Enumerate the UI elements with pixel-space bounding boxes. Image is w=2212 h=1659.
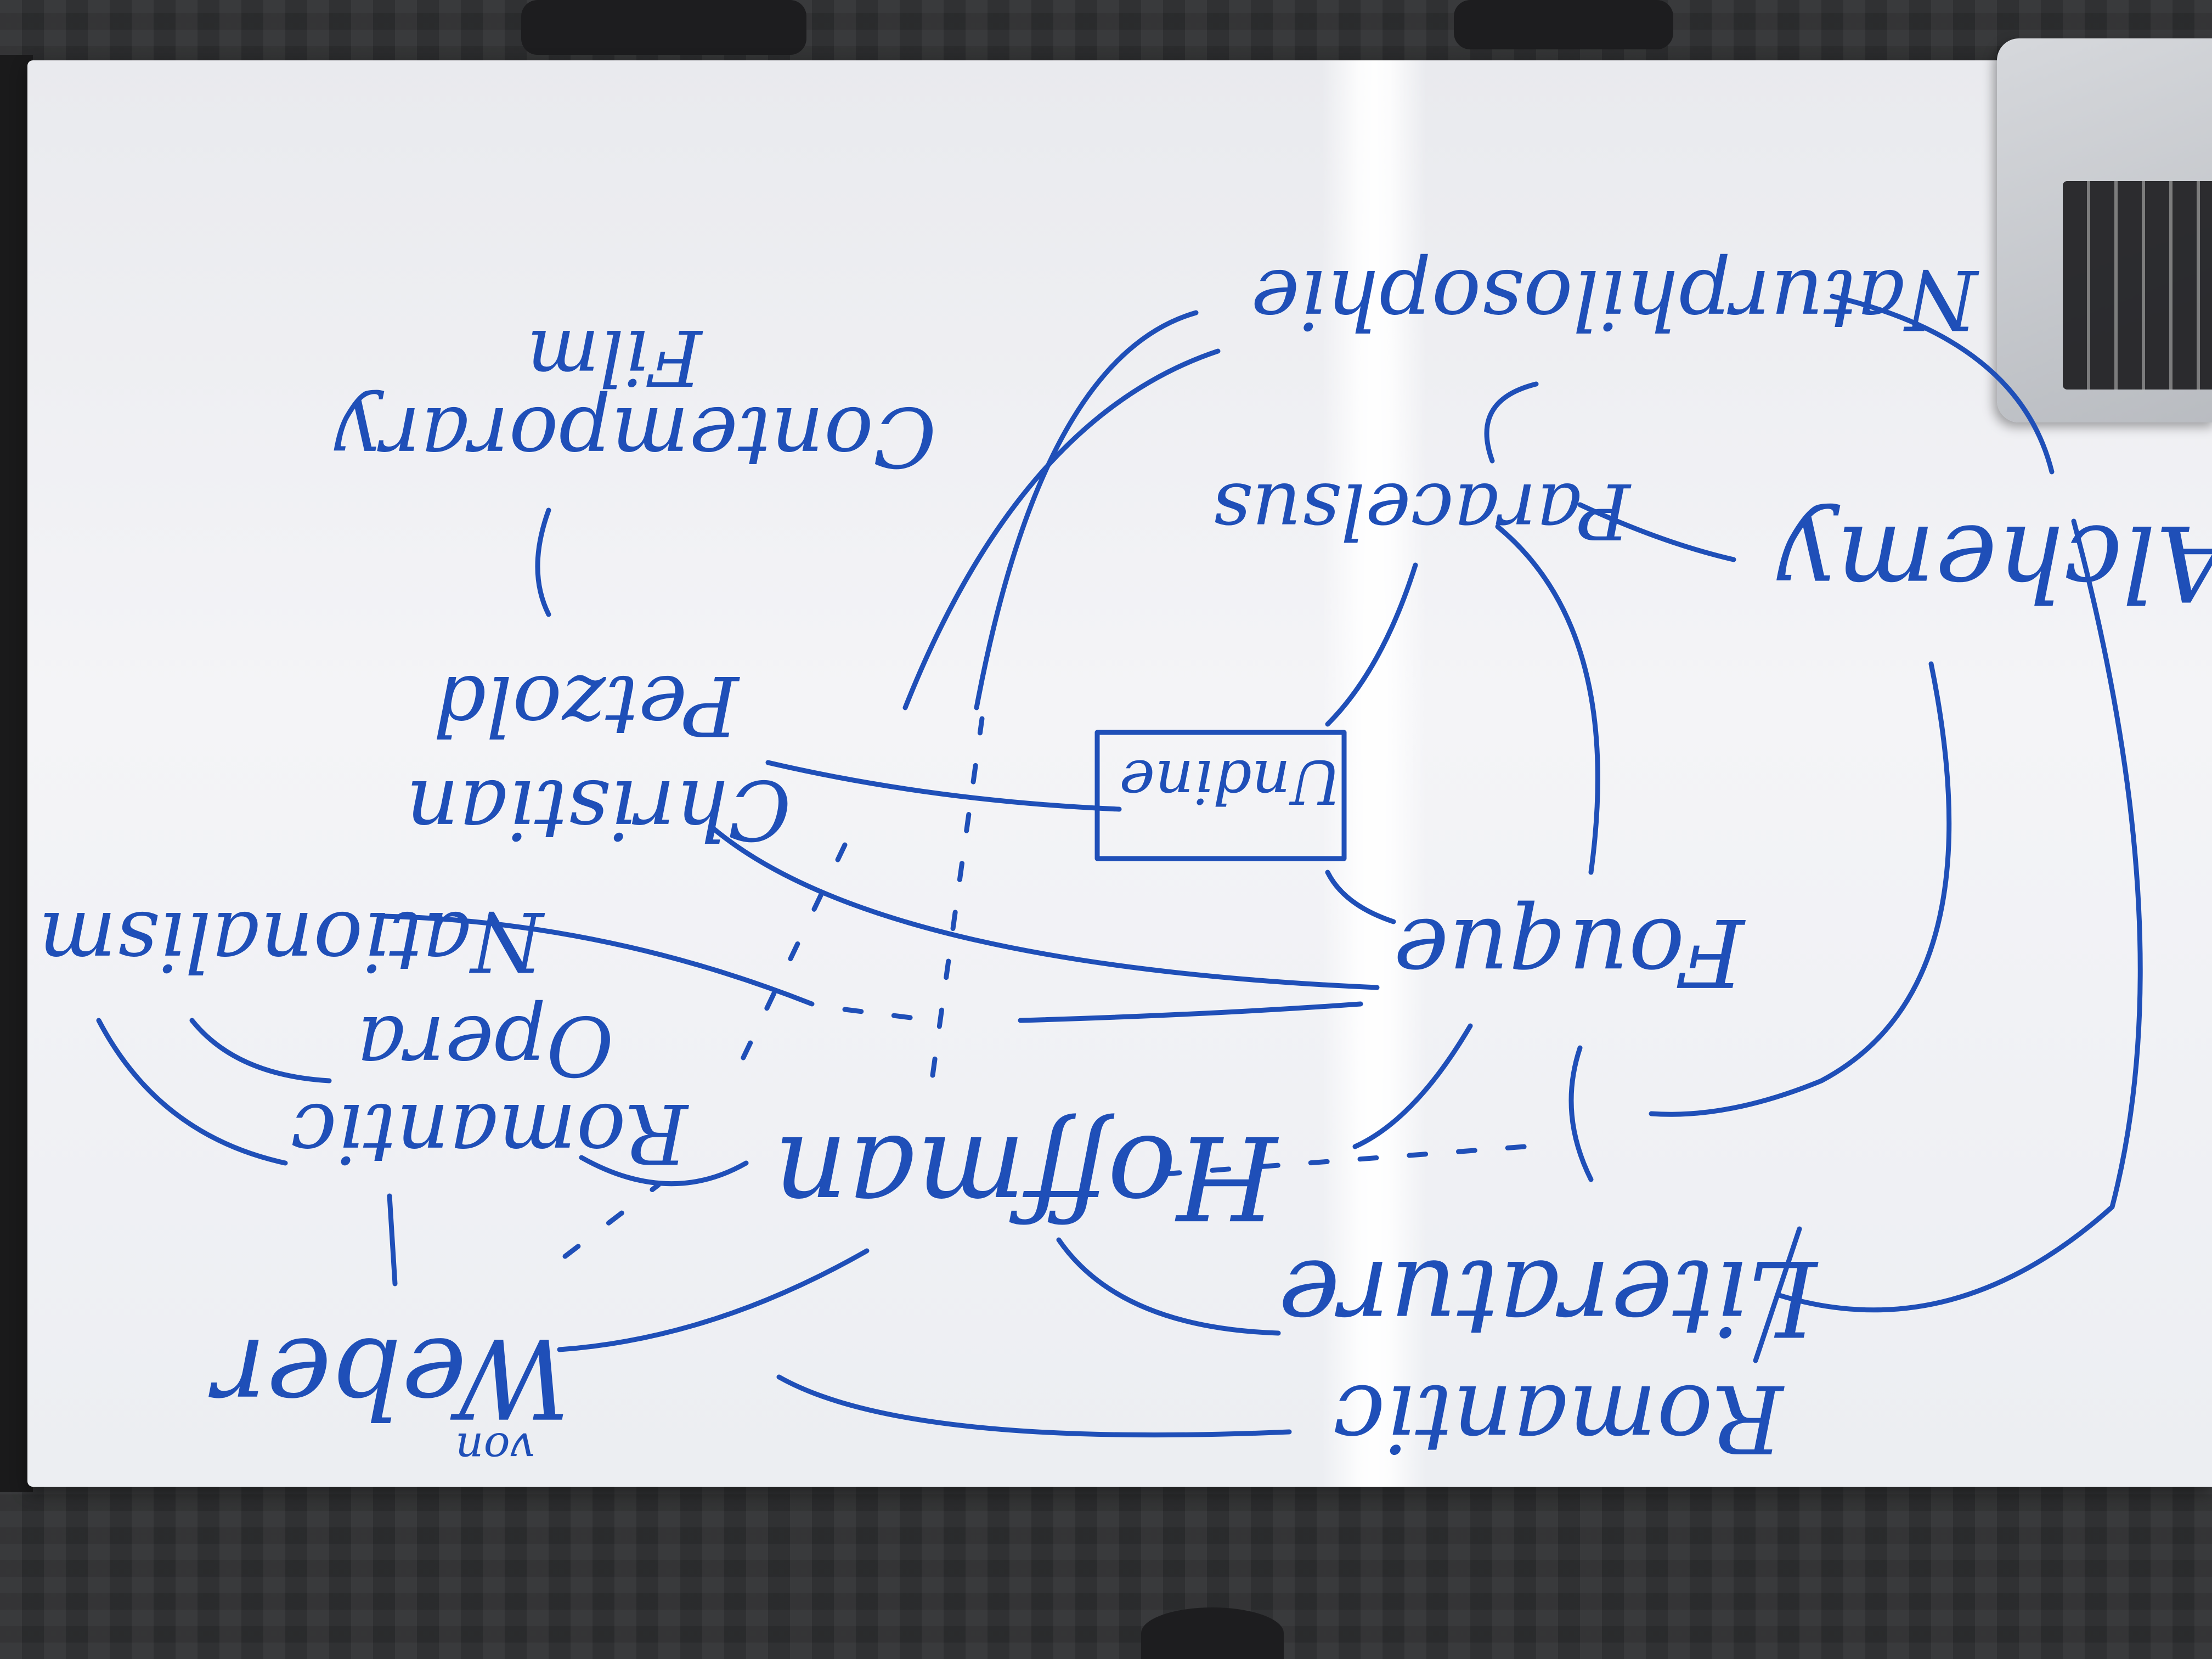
word-nationalism: Nationalism — [38, 893, 544, 989]
link-romantic-weber — [387, 1193, 398, 1286]
link-fouque-hoffman-curve — [1352, 1023, 1473, 1149]
link-undine-fouque — [1325, 870, 1396, 924]
link-romantic-bracket — [1753, 1226, 1802, 1363]
link-alchemy-hoffman — [1649, 661, 1952, 1117]
link-christian-fouque — [710, 826, 1380, 990]
word-undine: Undine — [1119, 747, 1342, 817]
link-contemporary-petzold — [535, 507, 551, 617]
link-paracelsus-undine — [1325, 562, 1418, 727]
link-hoffman-paren — [1568, 1045, 1594, 1182]
dashed-hoffman-fouque — [1160, 1144, 1528, 1177]
link-naturphil-paracelsus — [1484, 381, 1539, 464]
link-naturphil-arc-left — [902, 348, 1221, 710]
link-fouque-hoffman-left — [1018, 1001, 1363, 1023]
word-petzold: Petzold — [433, 657, 739, 753]
link-naturphil-arc-right — [1830, 294, 2055, 475]
word-romantic-upper: Romantic — [291, 1085, 688, 1181]
word-opera: Opera — [357, 997, 614, 1093]
dashed-hoffman-left — [727, 842, 848, 1089]
link-opera-romantic — [189, 1018, 332, 1084]
dashed-hoffman-undine — [930, 716, 985, 1078]
link-naturphil-arc-left-outer — [974, 310, 1199, 710]
word-film: Film — [527, 312, 702, 402]
word-christian: Christian — [406, 761, 792, 857]
word-naturphilosophie: Naturphilosophie — [1251, 251, 1978, 347]
laptop-keyboard — [2063, 181, 2212, 390]
chair-shadow-top-mid — [1454, 0, 1673, 49]
link-paracelsus-alchemy — [1577, 502, 1736, 562]
link-paracelsus-fouque — [1495, 524, 1600, 875]
link-weber-romantic-lit — [776, 1374, 1292, 1438]
word-alchemy: Alchemy — [1778, 502, 2212, 623]
link-christian-undine — [765, 760, 1122, 812]
word-romantic-lower: Romantic — [1333, 1364, 1784, 1472]
word-hoffman: Hoffman — [774, 1110, 1277, 1244]
word-literature: Literature — [1278, 1237, 1817, 1358]
word-weber: Weber — [214, 1313, 571, 1441]
dashed-nationalism-hoffman — [842, 1007, 913, 1020]
word-contemporary: Contemporary — [335, 388, 936, 484]
dashed-opera-hoffman — [562, 1182, 661, 1259]
chair-shadow-top-left — [521, 0, 806, 55]
link-romantic-hoffman — [579, 1155, 749, 1187]
link-hoffman-romantic-lit — [1056, 1237, 1281, 1336]
light-glare — [1322, 60, 1426, 1487]
link-nationalism-romantic — [96, 1018, 288, 1166]
word-paracelsus: Paracelsus — [1212, 466, 1630, 555]
word-fouque: Fouque — [1393, 898, 1745, 1006]
undine-box — [1094, 730, 1347, 861]
chair-shadow-bottom — [1141, 1607, 1284, 1659]
link-nationalism-fouque — [381, 913, 815, 1007]
link-alchemy-literature — [1775, 518, 2143, 1313]
link-hoffman-weber — [557, 1248, 870, 1352]
